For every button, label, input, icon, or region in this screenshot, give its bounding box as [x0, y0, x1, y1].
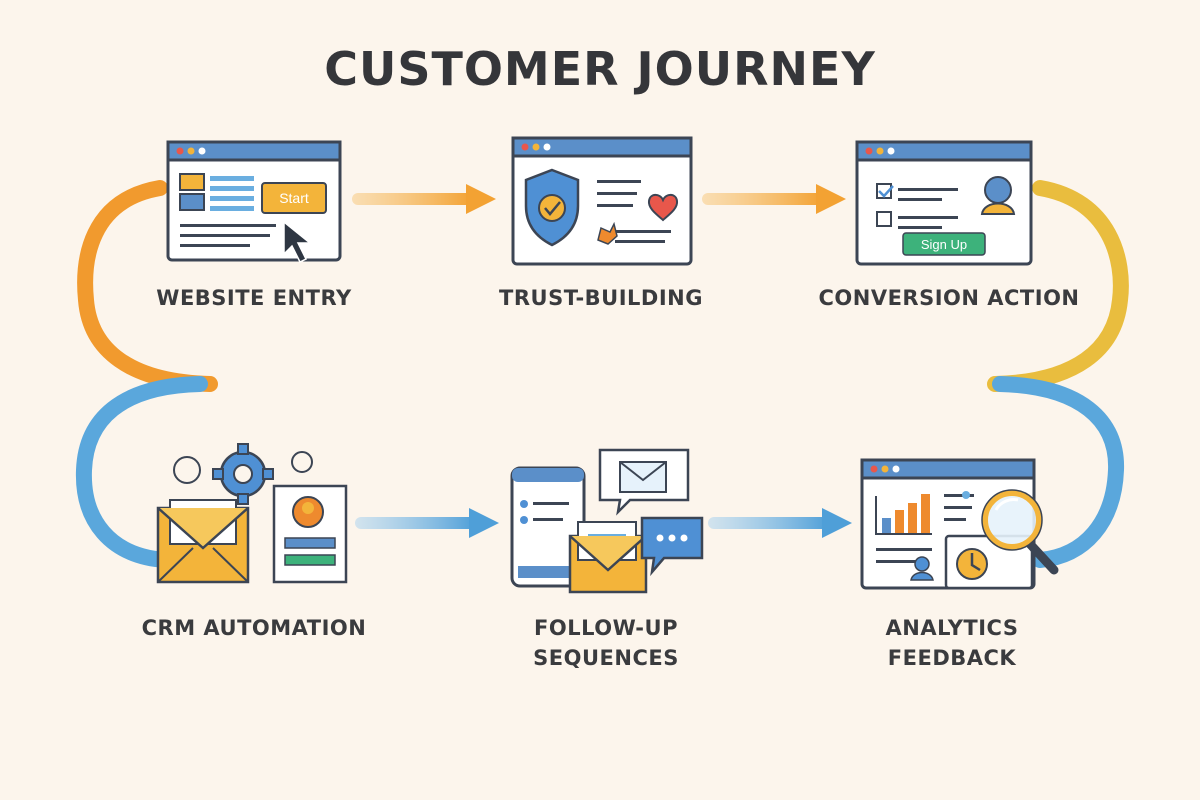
gear-icon [212, 443, 274, 505]
journey-path [75, 180, 1129, 568]
chat-bubble-icon [640, 516, 704, 577]
step-label-analytics-feedback: ANALYTICS FEEDBACK [802, 613, 1102, 673]
label-line: TRUST-BUILDING [499, 286, 703, 310]
signup-button-text: Sign Up [921, 237, 967, 252]
clock-icon [956, 548, 988, 580]
envelope-icon [568, 521, 648, 594]
left-upper-curve [77, 180, 218, 392]
arrow-trust-to-conversion [702, 184, 846, 214]
gear-envelope-icon [156, 443, 348, 584]
signup-form-icon: Sign Up [855, 140, 1033, 266]
label-line: FOLLOW-UP [534, 616, 678, 640]
mail-bubble-icon [598, 448, 690, 516]
chart-magnifier-icon [860, 458, 1059, 590]
label-line: FEEDBACK [887, 646, 1017, 670]
arrow-followup-to-analytics [708, 508, 852, 538]
left-lower-curve [75, 376, 208, 568]
magnifier-icon [981, 489, 1059, 575]
label-line: SEQUENCES [533, 646, 679, 670]
step-arrows [352, 184, 852, 538]
envelope-icon [156, 499, 250, 584]
label-line: WEBSITE ENTRY [156, 286, 352, 310]
label-line: CONVERSION ACTION [818, 286, 1080, 310]
step-label-follow-up-sequences: FOLLOW-UP SEQUENCES [456, 613, 756, 673]
step-label-website-entry: WEBSITE ENTRY [104, 283, 404, 313]
label-line: ANALYTICS [885, 616, 1019, 640]
shield-check-icon [511, 136, 693, 266]
start-button-text: Start [279, 190, 309, 206]
browser-cursor-icon: Start [166, 140, 342, 264]
arrow-website-to-trust [352, 184, 496, 214]
label-line: CRM AUTOMATION [141, 616, 367, 640]
phone-mail-chat-icon [510, 448, 704, 594]
step-label-conversion-action: CONVERSION ACTION [799, 283, 1099, 313]
step-label-crm-automation: CRM AUTOMATION [104, 613, 404, 643]
right-upper-curve [987, 180, 1129, 392]
right-lower-curve [992, 376, 1125, 568]
page-title: CUSTOMER JOURNEY [324, 42, 876, 96]
step-label-trust-building: TRUST-BUILDING [451, 283, 751, 313]
arrow-crm-to-followup [355, 508, 499, 538]
